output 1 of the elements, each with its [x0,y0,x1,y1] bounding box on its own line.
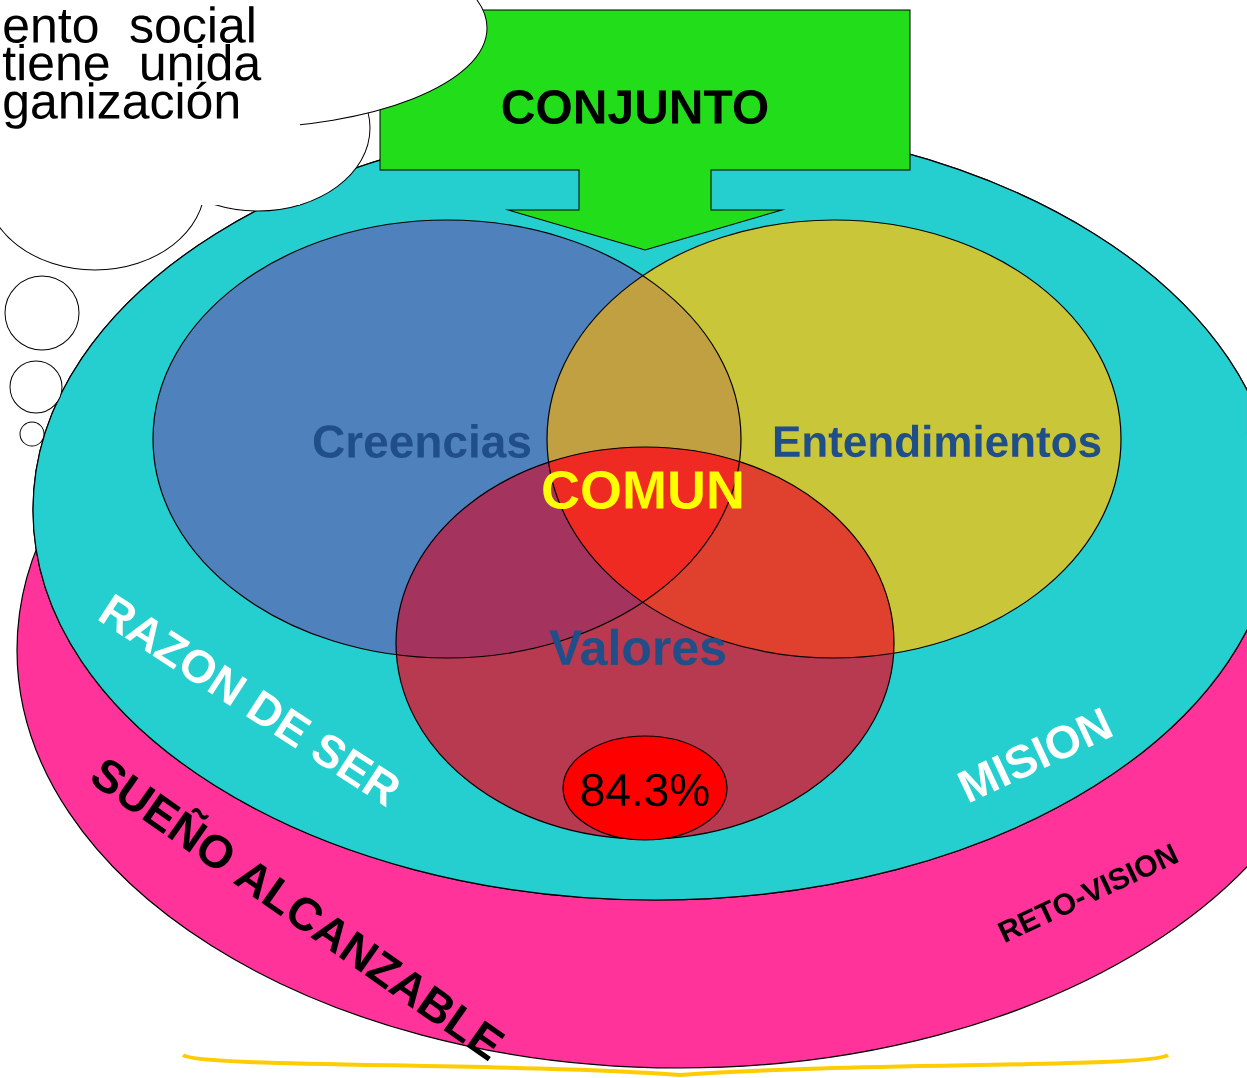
thought-cloud: ento social tiene unida ganización [0,0,488,271]
